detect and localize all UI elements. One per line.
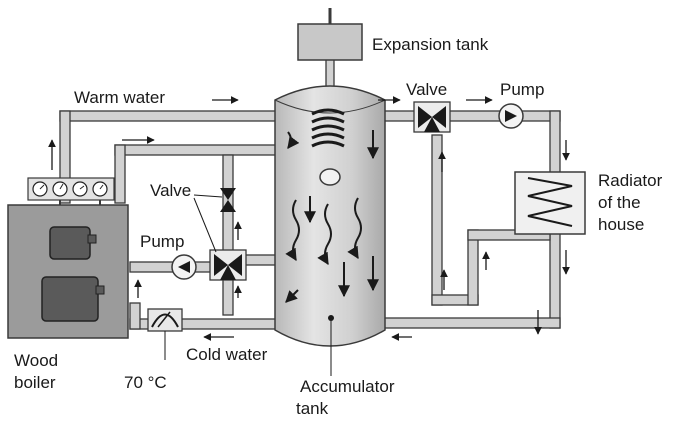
pipe-expansion	[325, 57, 335, 91]
pipe-warm-branch-down	[114, 144, 126, 204]
pipe-bypass-top	[467, 229, 551, 241]
boiler-upper-door	[49, 226, 91, 260]
radiator	[514, 171, 586, 235]
left-check-valve	[220, 188, 236, 212]
pipe-return-bottom	[371, 317, 561, 329]
boiler-upper-handle	[87, 234, 97, 244]
radiator-label-line1: Radiator	[598, 171, 663, 190]
pipe-warm-branch	[114, 144, 286, 156]
tank-sensor	[319, 168, 341, 186]
left-pump-label: Pump	[140, 232, 184, 251]
pipe-radiator-return	[549, 231, 561, 329]
radiator-label-line2: of the	[598, 193, 641, 212]
pipe-bypass-right	[467, 229, 479, 306]
flow-arrows	[48, 96, 570, 341]
top-pump	[498, 103, 524, 129]
tank-flow-arrows	[285, 130, 379, 303]
boiler-lower-handle	[95, 285, 105, 295]
pipe-boiler-return	[129, 302, 141, 330]
pipe-supply-right	[371, 110, 561, 122]
expansion-tank-label: Expansion tank	[372, 35, 489, 54]
left-three-way-valve	[209, 249, 247, 281]
pipe-warm-water-top	[59, 110, 286, 122]
cold-water-label: Cold water	[186, 345, 268, 364]
top-three-way-valve	[413, 101, 451, 133]
pipe-bypass-vertical	[431, 134, 443, 306]
pipe-boiler-riser	[59, 110, 71, 204]
accumulator-tank-label-line2: tank	[296, 399, 329, 418]
tank-drain-point	[328, 315, 334, 321]
radiator-label-line3: house	[598, 215, 644, 234]
left-valve-label: Valve	[150, 181, 191, 200]
wood-boiler-label-line1: Wood	[14, 351, 58, 370]
pipe-valve-vertical	[222, 154, 234, 316]
warm-water-label: Warm water	[74, 88, 165, 107]
accumulator-tank	[274, 85, 386, 347]
wood-boiler	[7, 204, 129, 339]
boiler-gauges	[27, 177, 115, 205]
top-pump-label: Pump	[500, 80, 544, 99]
left-pump	[171, 254, 197, 280]
valve-leader-lines	[193, 194, 223, 253]
expansion-tank	[297, 8, 363, 61]
tank-heating-coil	[311, 108, 345, 148]
wood-boiler-label-line2: boiler	[14, 373, 56, 392]
accumulator-tank-label-line1: Accumulator	[300, 377, 395, 396]
thermostatic-valve	[147, 308, 183, 360]
temperature-label: 70 °C	[124, 373, 167, 392]
pipe-supply-down	[549, 110, 561, 174]
top-valve-label: Valve	[406, 80, 447, 99]
boiler-lower-door	[41, 276, 99, 322]
